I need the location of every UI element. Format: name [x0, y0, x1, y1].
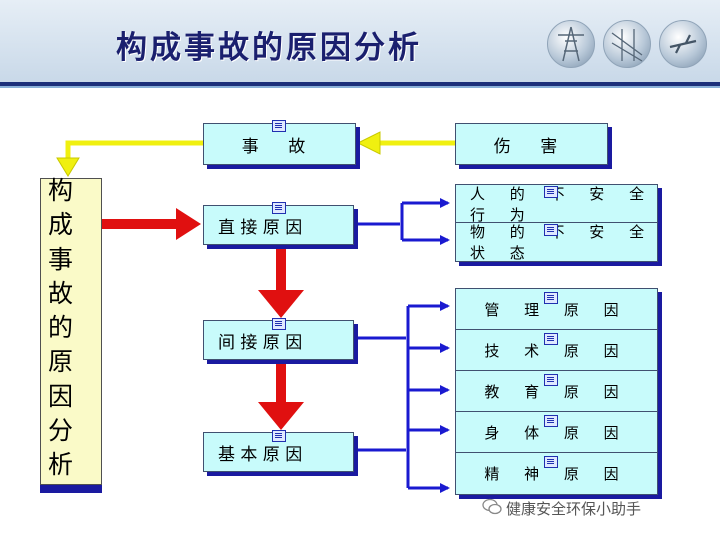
header-divider	[0, 82, 720, 86]
note-icon[interactable]	[272, 120, 286, 132]
header-divider-light	[0, 86, 720, 88]
list-item: 身 体 原 因	[456, 412, 657, 453]
injury-label: 伤 害	[493, 136, 570, 157]
yellow-arrow-injury-to-accident	[356, 131, 455, 155]
accident-cause-label-box	[40, 178, 102, 485]
note-icon[interactable]	[544, 456, 558, 468]
vertical-label-text: 构 成 事 故 的 原 因 分 析	[48, 176, 74, 480]
accident-box: 事 故	[203, 123, 356, 165]
red-arrow-to-direct-cause	[102, 208, 201, 240]
red-arrow-direct-to-indirect	[258, 246, 304, 318]
note-icon[interactable]	[544, 374, 558, 386]
electric-tower-icon	[547, 20, 595, 68]
note-icon[interactable]	[544, 224, 558, 236]
list-item: 精 神 原 因	[484, 465, 629, 483]
note-icon[interactable]	[544, 415, 558, 427]
header-banner	[0, 0, 720, 84]
blue-bracket-direct	[356, 198, 450, 245]
note-icon[interactable]	[544, 186, 558, 198]
note-icon[interactable]	[544, 292, 558, 304]
list-item: 管 理 原 因	[456, 289, 657, 330]
direct-cause-label: 直 接 原 因	[218, 217, 303, 238]
note-icon[interactable]	[272, 202, 286, 214]
blue-bracket-indirect	[356, 301, 450, 493]
wechat-icon	[482, 498, 502, 515]
basic-cause-label: 基 本 原 因	[218, 444, 303, 465]
indirect-cause-label: 间 接 原 因	[218, 332, 303, 353]
slide-title: 构成事故的原因分析	[116, 30, 422, 66]
power-line-icon	[603, 20, 651, 68]
list-item: 教 育 原 因	[456, 371, 657, 412]
injury-box: 伤 害	[455, 123, 608, 165]
accident-label: 事 故	[241, 136, 318, 157]
red-arrow-indirect-to-basic	[258, 362, 304, 430]
note-icon[interactable]	[272, 430, 286, 442]
note-icon[interactable]	[272, 318, 286, 330]
list-item: 技 术 原 因	[456, 330, 657, 371]
yellow-arrow-accident-to-label	[56, 140, 203, 177]
note-icon[interactable]	[544, 333, 558, 345]
aircraft-icon	[659, 20, 707, 68]
watermark-text: 健康安全环保小助手	[506, 500, 642, 518]
